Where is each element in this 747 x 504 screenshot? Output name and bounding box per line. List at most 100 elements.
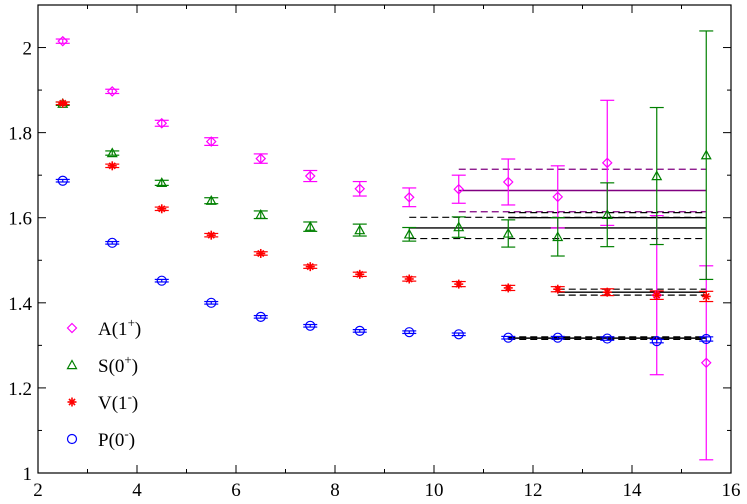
data-point (502, 227, 514, 238)
series-triangle (55, 30, 714, 281)
data-point (453, 221, 465, 232)
data-point (156, 275, 167, 286)
x-tick-label: 8 (330, 480, 340, 501)
y-tick-label: 2 (23, 39, 33, 60)
data-point (304, 220, 316, 231)
data-point (700, 357, 712, 369)
legend-item: S(0+) (66, 352, 138, 377)
data-point (57, 35, 69, 47)
data-point (701, 291, 711, 301)
star-stroke (554, 285, 562, 293)
data-point (354, 325, 365, 336)
error-bar (154, 179, 169, 186)
star-stroke (356, 270, 364, 278)
x-tick-label: 2 (33, 480, 43, 501)
data-point (601, 209, 613, 219)
data-point (503, 283, 513, 293)
data-point (255, 153, 267, 164)
legend-label: V(1-) (98, 389, 138, 414)
data-point (205, 194, 217, 205)
data-point (205, 136, 217, 147)
error-bar (451, 216, 466, 238)
y-tick-label: 1 (23, 464, 33, 485)
star-stroke (306, 263, 314, 271)
error-bar (253, 210, 268, 220)
error-bar (699, 30, 714, 281)
data-point (255, 209, 267, 219)
error-bar (451, 174, 466, 204)
data-point (552, 191, 564, 203)
data-point (255, 311, 266, 322)
star-stroke (653, 291, 661, 299)
error-bar (105, 88, 120, 95)
legend-label: P(0-) (98, 426, 135, 451)
error-bar (501, 158, 516, 206)
data-point (106, 86, 118, 97)
data-point (256, 248, 266, 258)
star-stroke (207, 231, 215, 239)
data-point (156, 177, 168, 188)
error-bar (649, 106, 664, 246)
data-series (55, 30, 714, 461)
error-bar (402, 187, 417, 208)
error-bar (154, 119, 169, 127)
legend-marker (66, 433, 78, 445)
data-point (355, 269, 365, 279)
data-point (552, 332, 563, 343)
y-tick-label: 1.6 (8, 209, 32, 230)
series-star (55, 98, 714, 303)
data-point (503, 332, 514, 343)
legend-item: P(0-) (66, 426, 135, 451)
legend-label: A(1+) (98, 315, 141, 340)
x-tick-label: 16 (722, 480, 741, 501)
data-point (156, 117, 168, 129)
error-bar (699, 336, 714, 342)
data-point (157, 204, 167, 214)
data-point (107, 161, 117, 171)
data-point (602, 287, 612, 297)
data-point (651, 336, 662, 347)
legend-marker (67, 397, 77, 407)
data-point (652, 290, 662, 300)
legend: A(1+) S(0+) V(1-) P(0-) (66, 315, 141, 451)
data-point (354, 183, 366, 195)
data-point (553, 284, 563, 294)
error-bar (204, 197, 219, 205)
star-stroke (603, 288, 611, 296)
data-point (453, 329, 464, 340)
x-tick-label: 10 (425, 480, 444, 501)
star-stroke (455, 280, 463, 288)
series-diamond (55, 35, 714, 461)
legend-marker (66, 322, 78, 334)
data-point (601, 157, 613, 169)
data-point (454, 279, 464, 289)
legend-marker (66, 359, 78, 370)
data-point (206, 230, 216, 240)
error-bar (105, 150, 120, 156)
error-bar (55, 38, 70, 44)
legend-item: A(1+) (66, 315, 141, 340)
x-tick-label: 6 (231, 480, 241, 501)
error-bar (501, 219, 516, 248)
star-stroke (257, 249, 265, 258)
data-point (701, 333, 712, 345)
data-point (304, 170, 316, 182)
x-tick-label: 12 (524, 480, 543, 501)
data-point (552, 231, 564, 242)
plot-frame (37, 4, 732, 474)
data-point (403, 228, 415, 239)
star-stroke (504, 284, 512, 292)
data-point (403, 191, 415, 203)
data-point (502, 176, 514, 188)
star-stroke (108, 162, 116, 170)
star-stroke (68, 398, 76, 406)
star-stroke (405, 275, 413, 283)
data-point (58, 98, 68, 108)
x-tick-label: 4 (132, 480, 142, 501)
legend-item: V(1-) (67, 389, 138, 414)
data-point (404, 327, 415, 338)
y-tick-label: 1.2 (8, 379, 32, 400)
star-stroke (59, 99, 67, 107)
